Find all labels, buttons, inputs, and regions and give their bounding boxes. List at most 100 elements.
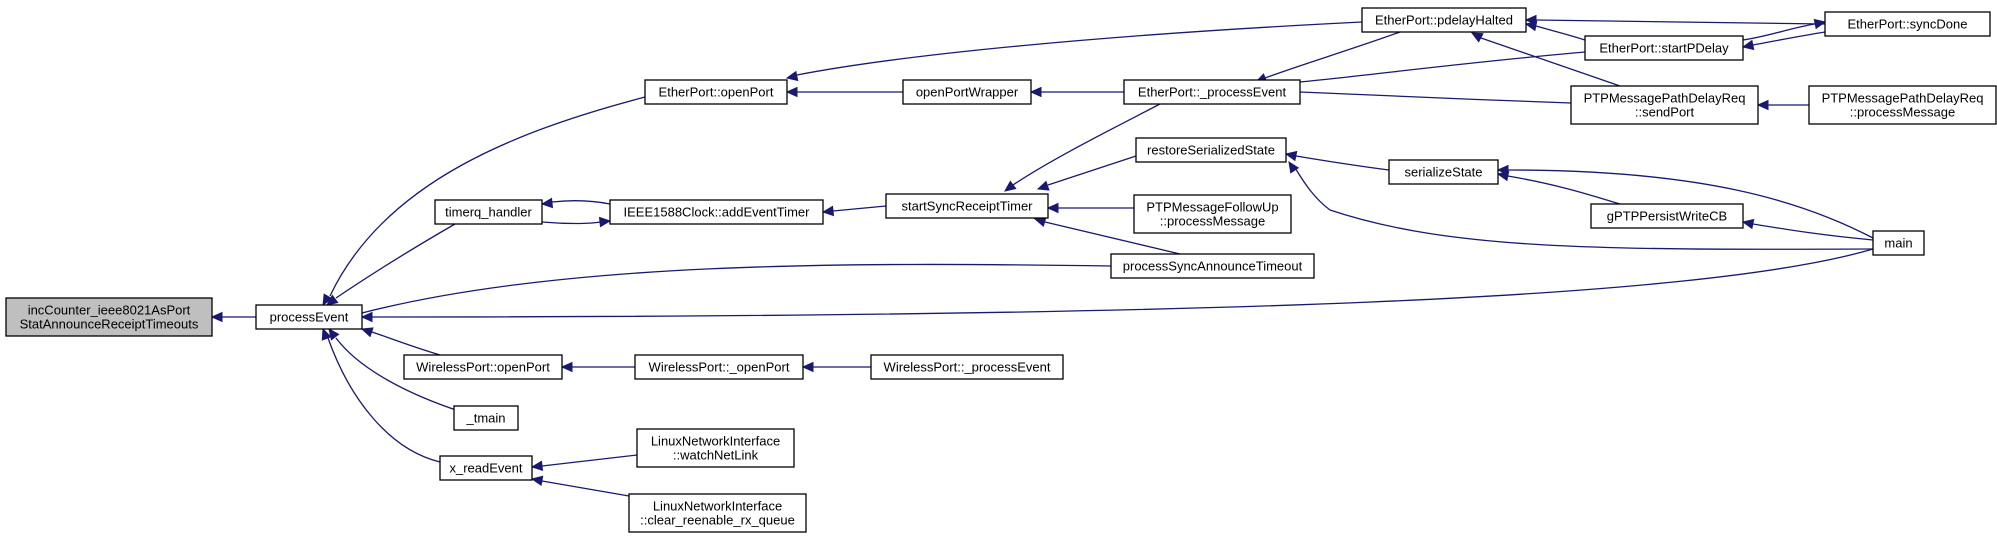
node-label: ::sendPort <box>1635 105 1695 120</box>
node-watch-net-link[interactable]: LinuxNetworkInterface::watchNetLink <box>636 428 795 468</box>
node-serialize-state[interactable]: serializeState <box>1388 159 1499 185</box>
node-label: openPortWrapper <box>916 85 1019 100</box>
node-proc-sync-announce[interactable]: processSyncAnnounceTimeout <box>1110 253 1315 279</box>
node-label: IEEE1588Clock::addEventTimer <box>624 205 811 220</box>
edge-etherprocessevent-to-openportwrapper <box>1029 86 1124 98</box>
node-main[interactable]: main <box>1872 230 1925 256</box>
node-process-event[interactable]: processEvent <box>255 304 363 330</box>
edge-startpdelay-to-syncdone-line <box>1742 23 1816 41</box>
node-label: WirelessPort::_processEvent <box>884 360 1051 375</box>
node-box <box>453 405 519 431</box>
edge-etheropenport-to-processevent-line <box>329 96 646 297</box>
arrowhead-icon <box>821 205 835 217</box>
edge-startsync-to-addeventtimer <box>821 205 887 217</box>
node-wireless-u-open-port[interactable]: WirelessPort::_openPort <box>634 354 804 380</box>
node-pdelay-halted[interactable]: EtherPort::pdelayHalted <box>1361 7 1527 33</box>
edge-tmain-to-processevent-line <box>335 337 463 413</box>
edge-gptppersist-to-serializestate-line <box>1507 175 1621 205</box>
edge-processsync-to-startsync-line <box>1044 221 1181 255</box>
node-label: processSyncAnnounceTimeout <box>1123 259 1303 274</box>
arrowhead-icon <box>321 327 332 341</box>
node-label: WirelessPort::_openPort <box>649 360 790 375</box>
edge-wirelessopenport-to-processevent <box>360 327 441 356</box>
node-box <box>636 428 795 468</box>
node-label: StatAnnounceReceiptTimeouts <box>20 317 199 332</box>
node-label: incCounter_ieee8021AsPort <box>28 303 191 318</box>
node-label: EtherPort::_processEvent <box>1138 85 1287 100</box>
edge-addeventtimer-to-timerq-line <box>551 200 611 205</box>
node-inc[interactable]: incCounter_ieee8021AsPortStatAnnounceRec… <box>5 297 213 337</box>
node-label: restoreSerializedState <box>1147 143 1275 158</box>
node-label: startSyncReceiptTimer <box>902 199 1034 214</box>
edge-startpdelay-to-etherprocessevent-line <box>1299 51 1586 83</box>
edge-timerq-to-processevent <box>326 223 456 306</box>
node-wireless-open-port[interactable]: WirelessPort::openPort <box>403 354 563 380</box>
node-xread[interactable]: x_readEvent <box>439 455 533 481</box>
node-box <box>439 455 533 481</box>
node-box <box>644 79 788 105</box>
node-label: PTPMessagePathDelayReq <box>1822 91 1984 106</box>
arrowhead-icon <box>1288 160 1300 174</box>
edge-clearreenable-to-xread <box>530 475 630 497</box>
node-label: EtherPort::startPDelay <box>1599 41 1729 56</box>
edge-wirelessuopenport-to-wirelessopenport <box>560 361 635 373</box>
node-label: EtherPort::pdelayHalted <box>1375 13 1513 28</box>
node-ether-open-port[interactable]: EtherPort::openPort <box>644 79 788 105</box>
node-follow-up[interactable]: PTPMessageFollowUp::processMessage <box>1133 194 1292 234</box>
edge-etherprocessevent-to-startsync-line <box>1012 103 1161 186</box>
node-box <box>1570 85 1759 125</box>
edge-syncdone-to-pdelayhalted <box>1524 14 1826 26</box>
arrowhead-icon <box>540 197 554 209</box>
node-timerq[interactable]: timerq_handler <box>434 199 543 225</box>
edge-sendport-to-pdelayhalted-line <box>1480 37 1621 87</box>
node-tmain[interactable]: _tmain <box>453 405 519 431</box>
node-wireless-process-event[interactable]: WirelessPort::_processEvent <box>870 354 1064 380</box>
node-gptp-persist[interactable]: gPTPPersistWriteCB <box>1590 203 1744 229</box>
arrowhead-icon <box>1470 32 1484 43</box>
node-box <box>634 354 804 380</box>
arrowhead-icon <box>210 311 223 323</box>
edge-main-to-serializestate <box>1496 164 1874 239</box>
node-label: ::processMessage <box>1160 214 1266 229</box>
node-label: ::watchNetLink <box>673 448 759 463</box>
node-start-p-delay[interactable]: EtherPort::startPDelay <box>1584 35 1744 61</box>
node-label: EtherPort::syncDone <box>1848 17 1968 32</box>
node-label: x_readEvent <box>450 461 523 476</box>
node-add-event-timer[interactable]: IEEE1588Clock::addEventTimer <box>609 199 824 225</box>
node-box <box>1388 159 1499 185</box>
edge-timerq-to-addeventtimer <box>541 216 612 228</box>
node-label: PTPMessagePathDelayReq <box>1584 91 1746 106</box>
edge-watchnetlink-to-xread-line <box>541 454 638 467</box>
node-box <box>609 199 824 225</box>
node-label: ::processMessage <box>1850 105 1956 120</box>
arrowhead-icon <box>322 293 333 307</box>
node-label: LinuxNetworkInterface <box>651 434 780 449</box>
edge-pdelayhalted-to-etheropenport <box>785 21 1363 82</box>
arrowhead-icon <box>328 328 340 341</box>
node-box <box>5 297 213 337</box>
node-sync-done[interactable]: EtherPort::syncDone <box>1824 11 1991 37</box>
node-send-port[interactable]: PTPMessagePathDelayReq::sendPort <box>1570 85 1759 125</box>
edge-restore-to-startsync <box>1036 155 1137 191</box>
edge-wirelessopenport-to-processevent-line <box>371 331 441 356</box>
node-label: timerq_handler <box>445 205 532 220</box>
node-open-port-wrapper[interactable]: openPortWrapper <box>902 79 1032 105</box>
node-box <box>1135 137 1287 163</box>
node-box <box>403 354 563 380</box>
node-pdr-process-message[interactable]: PTPMessagePathDelayReq::processMessage <box>1808 85 1997 125</box>
arrowhead-icon <box>1036 180 1050 191</box>
edge-gptppersist-to-serializestate <box>1496 170 1621 205</box>
node-restore[interactable]: restoreSerializedState <box>1135 137 1287 163</box>
node-box <box>870 354 1064 380</box>
node-clear-reenable[interactable]: LinuxNetworkInterface::clear_reenable_rx… <box>628 493 807 533</box>
node-label: serializeState <box>1404 165 1482 180</box>
edge-processevent-to-inc <box>210 311 256 323</box>
edge-followup-to-startsync <box>1046 202 1134 214</box>
node-ether-process-event[interactable]: EtherPort::_processEvent <box>1123 79 1301 105</box>
node-box <box>1808 85 1997 125</box>
node-start-sync[interactable]: startSyncReceiptTimer <box>885 193 1049 219</box>
edge-clearreenable-to-xread-line <box>541 480 630 497</box>
arrowhead-icon <box>560 361 573 373</box>
arrowhead-icon <box>1284 150 1298 162</box>
